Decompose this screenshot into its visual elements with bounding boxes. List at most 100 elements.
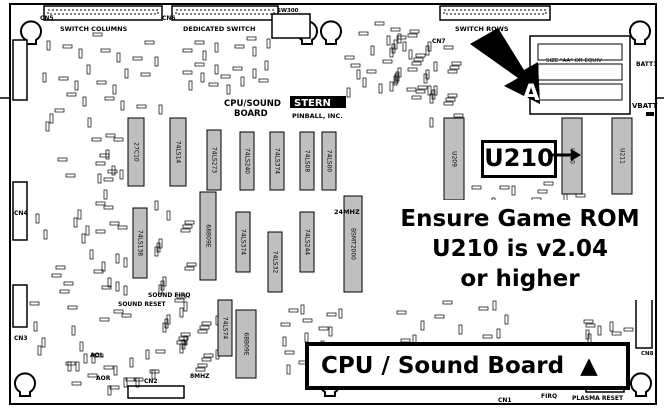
switch-rows-label: SWITCH ROWS <box>455 25 509 33</box>
small-component <box>447 69 458 74</box>
small-component <box>105 133 116 138</box>
small-component <box>93 269 104 274</box>
ic-chip-label: BSMT2000 <box>350 228 357 260</box>
connector-label: CN3 <box>14 335 28 342</box>
small-component <box>103 365 114 370</box>
connector-label: VBATT <box>632 102 658 110</box>
small-component <box>406 87 417 92</box>
ic-chip-label: 74LS32 <box>272 251 279 274</box>
small-component <box>89 249 94 260</box>
small-component <box>156 242 161 253</box>
small-component <box>129 357 134 368</box>
small-component <box>258 78 269 83</box>
connector-label: CN6 <box>162 15 176 22</box>
small-component <box>356 69 361 80</box>
small-component <box>429 117 434 128</box>
small-component <box>29 301 40 306</box>
note-line: Ensure Game ROM <box>400 206 640 232</box>
small-component <box>91 353 96 364</box>
small-component <box>240 76 245 87</box>
ic-chip <box>299 211 315 273</box>
small-component <box>109 385 120 390</box>
ic-chip-label: 74LS244 <box>304 229 311 255</box>
small-component <box>420 320 425 331</box>
small-component <box>389 81 394 92</box>
ic-chip <box>132 207 148 279</box>
small-component <box>623 327 634 332</box>
small-component <box>45 121 50 132</box>
small-component <box>391 43 396 54</box>
small-component <box>182 224 193 229</box>
sound-reset-label: SOUND RESET <box>118 301 167 308</box>
small-component <box>408 49 413 60</box>
small-component <box>346 87 351 98</box>
small-component <box>109 221 120 226</box>
small-component <box>407 33 418 38</box>
small-component <box>158 284 163 295</box>
ic-chip-label: U209 <box>451 151 458 167</box>
small-component <box>199 325 210 330</box>
small-component <box>328 326 333 337</box>
small-component <box>397 33 402 44</box>
small-component <box>164 318 169 329</box>
crystal-8mhz-label: 8MHZ <box>190 373 210 380</box>
small-component <box>395 71 400 82</box>
small-component <box>445 97 456 102</box>
small-component <box>103 205 114 210</box>
small-component <box>396 310 407 315</box>
small-component <box>201 321 212 326</box>
small-component <box>186 262 197 267</box>
small-component <box>425 45 430 56</box>
ic-chip-label: 74LS08 <box>304 150 311 173</box>
small-component <box>511 185 516 196</box>
small-component <box>112 84 117 95</box>
ic-chip <box>269 131 285 191</box>
ic-chip <box>199 191 217 281</box>
small-component <box>585 329 590 340</box>
small-component <box>103 189 108 200</box>
small-component <box>184 266 195 271</box>
small-component <box>123 377 128 388</box>
small-component <box>411 95 422 100</box>
mounting-hole-icon <box>20 20 42 45</box>
small-component <box>423 73 428 84</box>
small-component <box>234 44 245 49</box>
small-component <box>55 265 66 270</box>
small-component <box>443 101 454 106</box>
ic-chip <box>217 299 233 357</box>
small-component <box>264 60 269 71</box>
small-component <box>99 317 110 322</box>
small-component <box>389 47 394 58</box>
small-component <box>358 31 369 36</box>
small-component <box>67 305 78 310</box>
rom-version-note: Ensure Game ROM U210 is v2.04 or higher <box>385 200 655 300</box>
ic-chip <box>299 131 315 191</box>
small-component <box>107 385 112 396</box>
ic-chip <box>611 117 633 195</box>
switch-columns-label: SWITCH COLUMNS <box>60 25 128 33</box>
firq-label: FIRQ <box>541 393 557 400</box>
small-component <box>194 40 205 45</box>
small-component <box>504 314 509 325</box>
small-component <box>453 113 464 118</box>
small-component <box>155 349 166 354</box>
small-component <box>132 56 143 61</box>
ic-chip-label: 74LS374 <box>274 148 281 174</box>
small-component <box>350 63 361 68</box>
small-component <box>42 72 47 83</box>
small-component <box>447 93 458 98</box>
small-component <box>71 325 76 336</box>
small-component <box>434 314 445 319</box>
small-component <box>197 329 208 334</box>
small-component <box>366 69 377 74</box>
small-component <box>87 117 92 128</box>
small-component <box>75 361 80 372</box>
small-component <box>101 261 106 272</box>
ic-chip-label: U211 <box>619 148 626 164</box>
pointer-arrow-icon <box>470 28 540 104</box>
mounting-hole-icon <box>629 20 651 45</box>
small-component <box>86 64 91 75</box>
small-component <box>302 318 313 323</box>
note-line: or higher <box>460 266 580 292</box>
small-component <box>188 80 193 91</box>
